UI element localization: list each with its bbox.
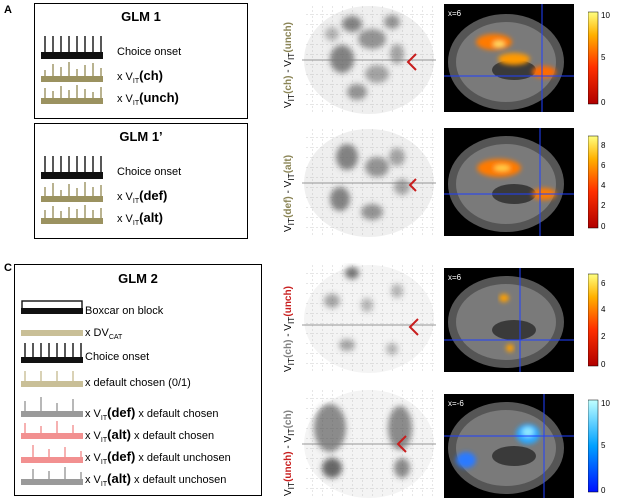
svg-text:6: 6 xyxy=(601,279,606,288)
glm2-row-vdef-chosen: x VIT(def) x default chosen xyxy=(85,405,219,423)
glm1-regressors xyxy=(41,36,103,104)
mri-slice-3: x=6 xyxy=(444,268,574,372)
glm2-row-valt-chosen: x VIT(alt) x default chosen xyxy=(85,427,215,445)
svg-text:8: 8 xyxy=(601,141,606,150)
colorbar-4: 10 5 0 xyxy=(588,399,610,495)
glm2-row-choice-onset: Choice onset xyxy=(85,351,150,363)
mri-slice-4: x=-6 xyxy=(444,394,574,498)
glm2-box: GLM 2 xyxy=(14,264,262,496)
glass-brain-3 xyxy=(302,265,436,373)
glm2-title: GLM 2 xyxy=(118,271,158,286)
svg-text:10: 10 xyxy=(601,399,610,408)
svg-text:5: 5 xyxy=(601,441,606,450)
colorbar-3: 6 4 2 0 xyxy=(588,273,606,369)
svg-text:0: 0 xyxy=(601,486,606,495)
svg-text:6: 6 xyxy=(601,161,606,170)
svg-text:2: 2 xyxy=(601,201,606,210)
glm1p-box: GLM 1’ Choice onset x VIT(def) x VIT(alt… xyxy=(34,123,248,239)
glm1p-title: GLM 1’ xyxy=(119,129,163,144)
panel-letter-c: C xyxy=(4,262,12,274)
glm1-row-choice-onset: Choice onset xyxy=(117,46,182,58)
svg-text:5: 5 xyxy=(601,53,606,62)
glm2-row-default-chosen: x default chosen (0/1) xyxy=(85,377,191,389)
glm1-row-vunch: x VIT(unch) xyxy=(117,90,179,108)
contrast-label-4: VIT(unch) - VIT(ch) xyxy=(283,410,296,496)
glm1-row-vch: x VIT(ch) xyxy=(117,68,163,86)
glm2-row-boxcar: Boxcar on block xyxy=(85,305,164,317)
glm1-box: GLM 1 Choice onset x VIT(ch) x VIT(unch) xyxy=(34,3,248,119)
glm1p-regressors xyxy=(41,156,103,224)
colorbar-2: 8 6 4 2 0 xyxy=(588,135,606,231)
svg-text:0: 0 xyxy=(601,360,606,369)
mri-slice-2 xyxy=(444,128,574,236)
svg-text:4: 4 xyxy=(601,181,606,190)
svg-text:10: 10 xyxy=(601,11,610,20)
colorbar-1: 10 5 0 xyxy=(588,11,610,107)
contrast-label-1: VIT(ch) - VIT(unch) xyxy=(283,22,296,108)
glm1p-row-choice-onset: Choice onset xyxy=(117,166,182,178)
glm1p-row-vdef: x VIT(def) xyxy=(117,188,168,206)
glm2-row-valt-unchosen: x VIT(alt) x default unchosen xyxy=(85,471,227,489)
slice-label-4: x=-6 xyxy=(448,399,464,408)
panel-letter-a: A xyxy=(4,4,12,16)
svg-text:0: 0 xyxy=(601,98,606,107)
svg-text:2: 2 xyxy=(601,332,606,341)
glm2-row-dvcat: x DVCAT xyxy=(85,327,123,342)
glass-brain-1 xyxy=(302,6,436,114)
glm2-regressors xyxy=(21,300,83,485)
glass-brain-4 xyxy=(302,390,436,498)
glm2-row-vdef-unchosen: x VIT(def) x default unchosen xyxy=(85,449,231,467)
svg-text:0: 0 xyxy=(601,222,606,231)
mri-slice-1: x=6 xyxy=(444,4,574,112)
slice-label-1: x=6 xyxy=(448,9,462,18)
contrast-label-3: VIT(ch) - VIT(unch) xyxy=(283,286,296,372)
contrast-label-2: VIT(def) - VIT(alt) xyxy=(283,154,296,232)
slice-label-3: x=6 xyxy=(448,273,462,282)
svg-text:4: 4 xyxy=(601,305,606,314)
glm1p-row-valt: x VIT(alt) xyxy=(117,210,163,228)
glass-brain-2 xyxy=(302,129,436,237)
glm1-title: GLM 1 xyxy=(121,9,161,24)
